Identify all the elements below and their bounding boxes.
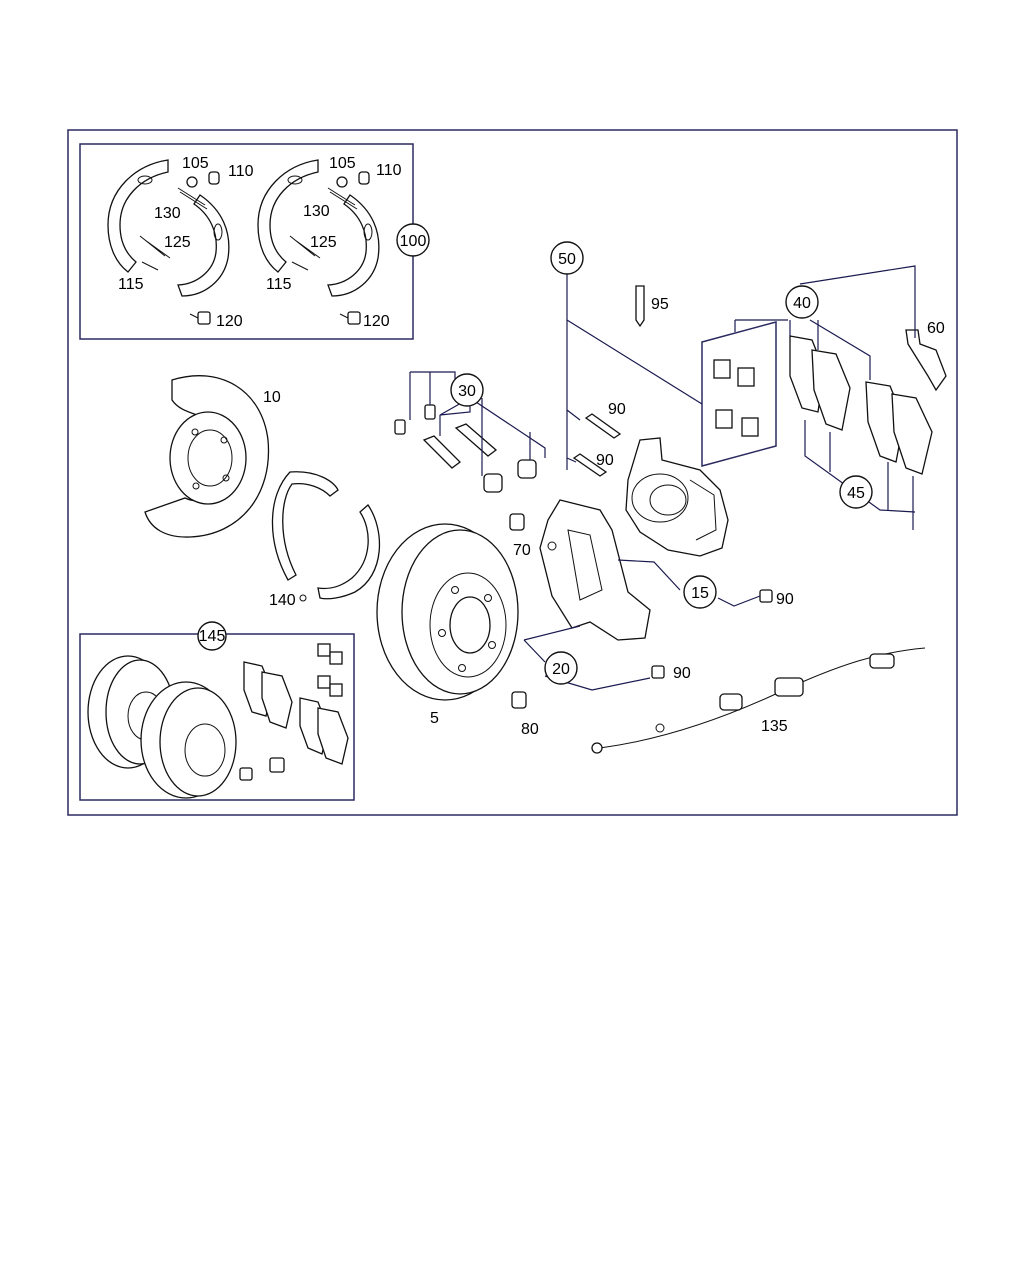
- label-110-left: 110: [228, 163, 254, 180]
- label-145: 145: [199, 628, 226, 645]
- label-20: 20: [552, 661, 570, 678]
- label-130-left: 130: [154, 205, 181, 222]
- bolt-80-icon: [511, 691, 527, 709]
- mounting-kit: [701, 321, 777, 467]
- label-130-right: 130: [303, 203, 330, 220]
- caliper-bracket: [539, 499, 651, 641]
- label-120-left: 120: [216, 313, 243, 330]
- label-115-left: 115: [118, 276, 144, 293]
- brake-pads: [789, 335, 933, 475]
- label-105-left: 105: [182, 155, 209, 172]
- label-45: 45: [847, 485, 865, 502]
- label-70: 70: [513, 542, 531, 559]
- label-120-right: 120: [363, 313, 390, 330]
- label-5: 5: [430, 710, 439, 727]
- brake-disc: [376, 523, 519, 701]
- label-10: 10: [263, 389, 281, 406]
- brake-caliper: [625, 437, 729, 557]
- handbrake-cable: [591, 647, 926, 754]
- bleed-valve-icon: [635, 285, 645, 328]
- label-50: 50: [558, 251, 576, 268]
- label-125-right: 125: [310, 234, 337, 251]
- label-135: 135: [761, 718, 788, 735]
- label-40: 40: [793, 295, 811, 312]
- backing-plate: [144, 375, 270, 538]
- brake-shoe-set-right: [257, 159, 380, 325]
- label-90-top: 90: [608, 401, 626, 418]
- label-95: 95: [651, 296, 669, 313]
- label-90-caliper: 90: [776, 591, 794, 608]
- parking-brake-shoes: [271, 471, 381, 602]
- label-30: 30: [458, 383, 476, 400]
- diagram-frame: [67, 129, 958, 816]
- label-90-bracket: 90: [673, 665, 691, 682]
- wear-sensor-icon: [905, 329, 947, 392]
- label-125-left: 125: [164, 234, 191, 251]
- label-140: 140: [269, 592, 296, 609]
- label-90-middle: 90: [596, 452, 614, 469]
- label-110-right: 110: [376, 162, 402, 179]
- bolts-90-icon: [572, 413, 773, 679]
- label-100: 100: [400, 233, 427, 250]
- bolt-70-icon: [509, 513, 525, 531]
- label-15: 15: [691, 585, 709, 602]
- part-labels: 100 50 30 40 45 15 20 145 105 110 130 12…: [118, 155, 945, 738]
- guide-pin-kit: [394, 404, 537, 493]
- label-80: 80: [521, 721, 539, 738]
- label-105-right: 105: [329, 155, 356, 172]
- kit-145-contents: [87, 643, 349, 799]
- label-115-right: 115: [266, 276, 292, 293]
- callout-circles: [197, 223, 873, 685]
- brake-shoe-set-left: [107, 159, 230, 325]
- label-60: 60: [927, 320, 945, 337]
